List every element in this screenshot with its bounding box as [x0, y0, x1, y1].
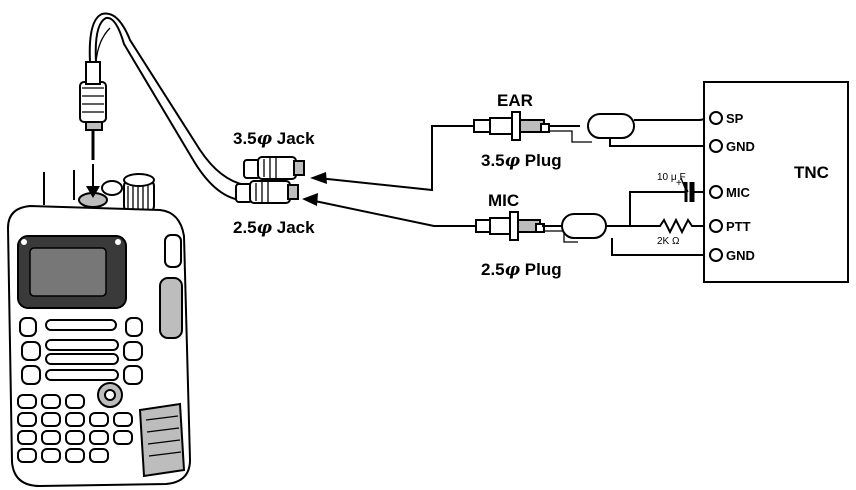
- y-cable: [79, 12, 305, 204]
- plug-3-5: [473, 111, 550, 141]
- label-jack-2-5: 2.5φ Jack: [233, 218, 315, 238]
- label-capacitor: 10 μ F: [657, 172, 686, 183]
- resistor: [652, 217, 710, 235]
- cable-lower: [94, 16, 241, 201]
- handheld-radio: [6, 170, 192, 488]
- tnc-pin-gnd: GND: [726, 139, 755, 154]
- radio-keypad: [17, 394, 133, 463]
- ear-arrow-head: [310, 172, 327, 184]
- tnc-pin-sp-terminal: [709, 111, 723, 125]
- jack-3-5: [243, 156, 305, 180]
- tnc-pin-ptt: PTT: [726, 219, 751, 234]
- tnc-title: TNC: [794, 163, 829, 182]
- tnc-pin-gnd2-terminal: [709, 248, 723, 262]
- tnc-pin-sp: SP: [726, 111, 744, 126]
- radio-side-ptt: [159, 277, 183, 339]
- cable-upper: [88, 12, 246, 186]
- label-mic: MIC: [488, 191, 519, 210]
- tnc-pin-ptt-terminal: [709, 219, 723, 233]
- radio-top-knob-small: [101, 180, 123, 196]
- tnc-box: [703, 81, 849, 283]
- label-jack-3-5: 3.5φ Jack: [233, 129, 315, 149]
- label-capacitor-polarity: +: [676, 178, 682, 189]
- plug-2-5: [475, 211, 545, 241]
- mic-shielded-cable: [542, 191, 710, 256]
- label-plug-3-5: 3.5φ Plug: [481, 151, 562, 171]
- tnc-pin-mic: MIC: [726, 185, 750, 200]
- jack-2-5: [235, 180, 299, 204]
- radio-display: [29, 247, 107, 297]
- tnc-pin-gnd-2: GND: [726, 248, 755, 263]
- ear-lead: [317, 125, 474, 192]
- ear-shielded-cable: [548, 113, 711, 147]
- label-plug-2-5: 2.5φ Plug: [481, 260, 562, 280]
- tnc-pin-mic-terminal: [709, 185, 723, 199]
- label-resistor: 2K Ω: [657, 236, 680, 247]
- label-ear: EAR: [497, 91, 533, 110]
- radio-grip: [138, 402, 186, 478]
- mic-lead: [309, 199, 476, 227]
- mic-arrow-head: [302, 193, 318, 206]
- tnc-pin-gnd-terminal: [709, 139, 723, 153]
